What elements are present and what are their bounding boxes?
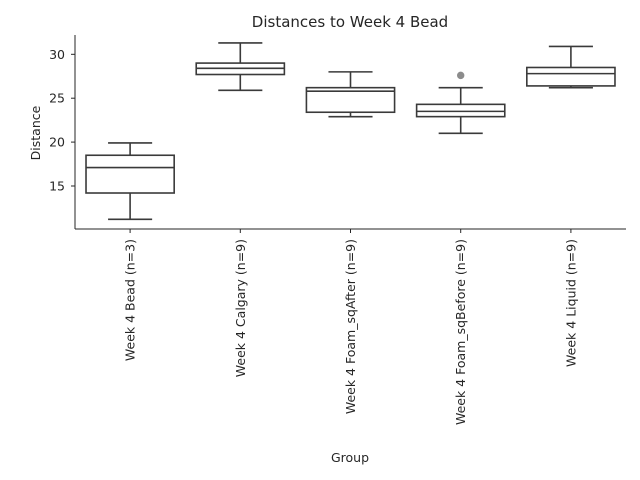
- box-group: [85, 42, 616, 221]
- iqr-box: [526, 66, 616, 87]
- box-3: [305, 71, 396, 118]
- y-tick-label: 20: [49, 135, 65, 150]
- x-tick-label: Week 4 Liquid (n=9): [563, 239, 578, 367]
- box-1: [85, 142, 175, 221]
- y-tick-label: 15: [49, 178, 65, 193]
- y-tick-label: 25: [49, 91, 65, 106]
- box-5: [526, 45, 616, 89]
- x-tick-label: Week 4 Bead (n=3): [123, 239, 138, 361]
- x-tick-label: Week 4 Calgary (n=9): [233, 239, 248, 377]
- box-4: [415, 71, 506, 135]
- chart-title: Distances to Week 4 Bead: [252, 13, 448, 31]
- x-tick-label: Week 4 Foam_sqBefore (n=9): [453, 239, 468, 425]
- y-tick-label: 30: [49, 47, 65, 62]
- box-2: [195, 42, 286, 92]
- outlier-point: [457, 71, 465, 80]
- x-axis-label: Group: [331, 450, 369, 465]
- iqr-box: [85, 154, 175, 194]
- y-axis-label: Distance: [28, 105, 43, 160]
- x-tick-label: Week 4 Foam_sqAfter (n=9): [343, 239, 358, 414]
- iqr-box: [415, 103, 506, 118]
